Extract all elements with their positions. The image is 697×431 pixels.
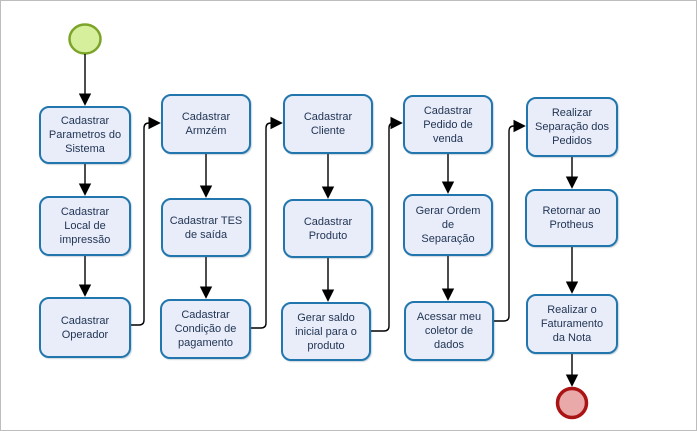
flow-connector-n9-n10 xyxy=(371,116,403,332)
flow-node-gerar-saldo-inicial: Gerar saldo inicial para o produto xyxy=(281,302,371,361)
flow-node-retornar-ao-protheus: Retornar ao Protheus xyxy=(525,189,618,247)
flow-node-cadastrar-armzem: Cadastrar Armzém xyxy=(161,94,251,154)
flow-node-cadastrar-pedido-de-venda: Cadastrar Pedido de venda xyxy=(403,95,493,154)
end-event-circle xyxy=(555,386,589,420)
flow-node-realizar-faturamento-da-nota: Realizar o Faturamento da Nota xyxy=(526,294,618,354)
flow-node-cadastrar-cliente: Cadastrar Cliente xyxy=(283,94,373,154)
flow-node-cadastrar-operador: Cadastrar Operador xyxy=(39,297,131,358)
flow-node-realizar-separacao-dos-pedidos: Realizar Separação dos Pedidos xyxy=(526,97,618,157)
flow-node-cadastrar-parametros-do-sistema: Cadastrar Parametros do Sistema xyxy=(39,106,131,164)
flow-node-cadastrar-local-de-impressao: Cadastrar Local de impressão xyxy=(39,196,131,256)
flow-node-acessar-meu-coletor: Acessar meu coletor de dados xyxy=(404,301,494,361)
flow-node-cadastrar-condicao-de-pagamento: Cadastrar Condição de pagamento xyxy=(160,299,251,359)
start-event-circle xyxy=(68,23,102,55)
flow-node-gerar-ordem-de-separacao: Gerar Ordem de Separação xyxy=(403,194,493,256)
flow-connector-n12-n13 xyxy=(494,119,526,322)
flow-connector-n6-n7 xyxy=(251,116,283,329)
flow-connector-n3-n4 xyxy=(131,116,161,326)
flow-node-cadastrar-produto: Cadastrar Produto xyxy=(283,199,373,258)
flow-node-cadastrar-tes-de-saida: Cadastrar TES de saída xyxy=(161,198,251,257)
